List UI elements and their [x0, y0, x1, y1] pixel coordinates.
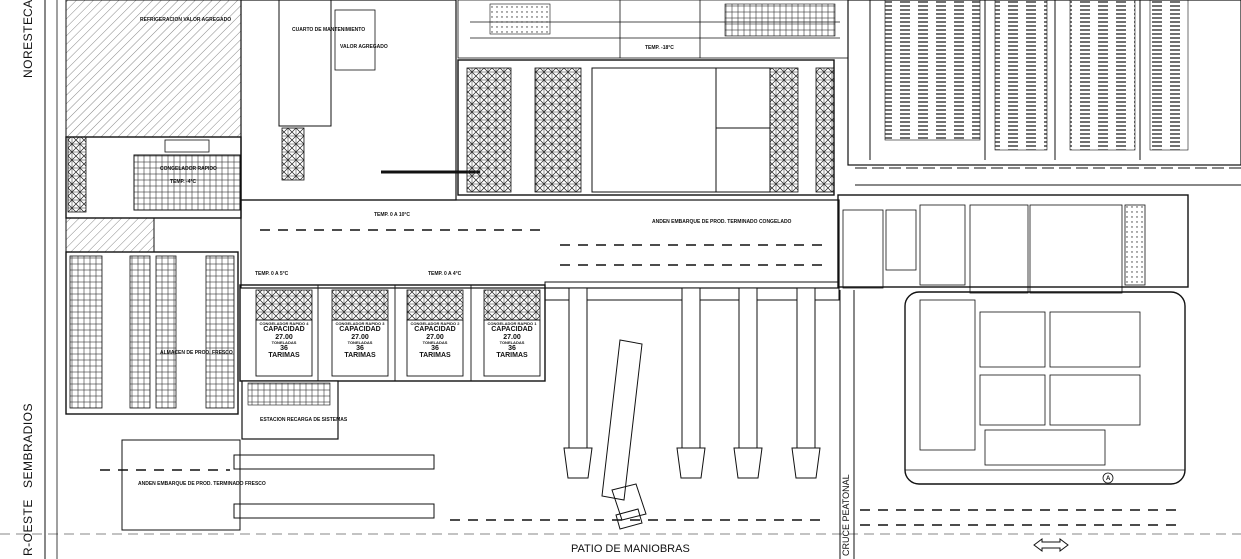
freezer-4: CONGELADOR RAPIDO 4 CAPACIDAD 27.00 TONE…: [258, 321, 310, 360]
freezer-tarimas: 36: [431, 345, 439, 353]
freezer-title: CONGELADOR RAPIDO 3: [335, 321, 385, 326]
street-label-peatonal: CRUCE PEATONAL: [841, 474, 851, 556]
room-anden-fresco: ANDEN EMBARQUE DE PROD. TERMINADO FRESCO: [138, 481, 266, 487]
room-valor-agregado: VALOR AGREGADO: [340, 44, 388, 50]
freezer-unit: TONELADAS: [347, 339, 373, 345]
freezer-title: CONGELADOR RAPIDO 1: [487, 321, 537, 326]
room-congelador-left: CONGELADOR RAPIDO: [160, 166, 217, 172]
freezer-tarimas-label: TARIMAS: [496, 352, 528, 360]
room-cuarto-mantenimiento: CUARTO DE MANTENIMIENTO: [292, 27, 366, 33]
freezer-title: CONGELADOR RAPIDO 4: [259, 321, 309, 326]
freezer-capacity-label: CAPACIDAD: [263, 326, 305, 334]
street-label-noreste: NORESTE: [21, 16, 35, 78]
grid-marker: A: [1106, 476, 1111, 482]
room-temp-0-10: TEMP. 0 A 10°C: [374, 212, 410, 218]
freezer-capacity-label: CAPACIDAD: [339, 326, 381, 334]
freezer-2: CONGELADOR RAPIDO 2 CAPACIDAD 27.00 TONE…: [409, 321, 461, 360]
freezer-tarimas: 36: [280, 345, 288, 353]
freezer-unit: TONELADAS: [422, 339, 448, 345]
double-arrow-icon: [1033, 538, 1069, 552]
room-temp-m4: TEMP. -4°C: [170, 179, 197, 185]
room-temp-m18: TEMP. -18°C: [645, 45, 674, 51]
room-almacen-fresco: ALMACEN DE PROD. FRESCO: [160, 350, 233, 356]
room-estacion-recarga: ESTACION RECARGA DE SISTEMAS: [260, 417, 348, 423]
street-label-sembradios: SEMBRADIOS: [21, 402, 35, 488]
room-refrigeracion: REFRIGERACION VALOR AGREGADO: [140, 17, 232, 23]
freezer-1: CONGELADOR RAPIDO 1 CAPACIDAD 27.00 TONE…: [486, 321, 538, 360]
freezer-tons: 27.00: [426, 333, 444, 341]
freezer-tarimas-label: TARIMAS: [268, 352, 300, 360]
freezer-unit: TONELADAS: [499, 339, 525, 345]
freezer-tarimas: 36: [508, 345, 516, 353]
freezer-tons: 27.00: [351, 333, 369, 341]
freezer-capacity-label: CAPACIDAD: [491, 326, 533, 334]
room-temp-0-4: TEMP. 0 A 4°C: [428, 271, 462, 277]
freezer-tarimas-label: TARIMAS: [419, 352, 451, 360]
street-label-noroeste: R-OESTE: [21, 499, 35, 556]
freezer-unit: TONELADAS: [271, 339, 297, 345]
room-anden-congelado: ANDEN EMBARQUE DE PROD. TERMINADO CONGEL…: [652, 219, 792, 225]
freezer-3: CONGELADOR RAPIDO 3 CAPACIDAD 27.00 TONE…: [334, 321, 386, 360]
yard-label: PATIO DE MANIOBRAS: [571, 543, 690, 555]
freezer-title: CONGELADOR RAPIDO 2: [410, 321, 460, 326]
freezer-capacity-label: CAPACIDAD: [414, 326, 456, 334]
freezer-tons: 27.00: [503, 333, 521, 341]
hatched-zone-top: [65, 0, 242, 138]
street-label-noreste-cut: CA: [21, 0, 35, 17]
room-temp-0-5: TEMP. 0 A 5°C: [255, 271, 289, 277]
freezer-tarimas-label: TARIMAS: [344, 352, 376, 360]
freezer-tarimas: 36: [356, 345, 364, 353]
freezer-tons: 27.00: [275, 333, 293, 341]
